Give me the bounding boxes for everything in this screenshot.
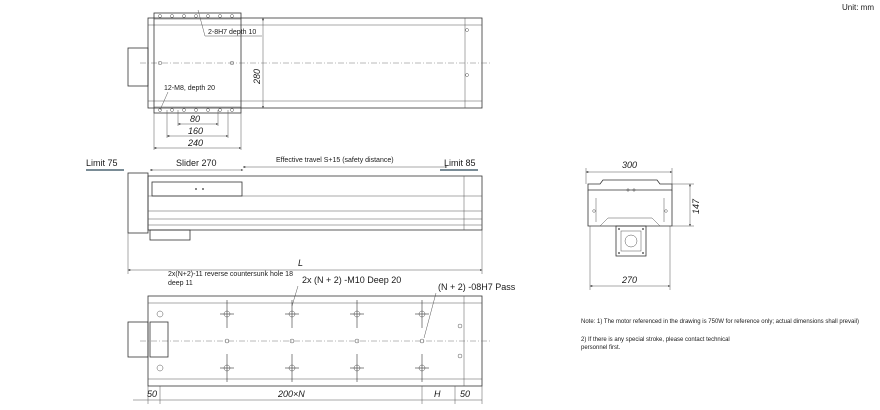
dim-length: L	[298, 258, 303, 268]
pass-callout: (N + 2) -08H7 Pass	[438, 282, 516, 292]
bottom-view: 2x(N+2)-11 reverse countersunk hole 18 d…	[127, 271, 516, 404]
hole-callout-8h7: 2-8H7 depth 10	[208, 29, 256, 36]
dim-160: 160	[188, 126, 203, 136]
limit-right-label: Limit 85	[444, 158, 476, 168]
mounting-holes	[156, 300, 463, 382]
m10-callout: 2x (N + 2) -M10 Deep 20	[302, 275, 401, 285]
dim-147: 147	[691, 198, 701, 214]
dim-300: 300	[622, 160, 637, 170]
dim-80: 80	[190, 114, 200, 124]
countersunk-callout-line1: 2x(N+2)-11 reverse countersunk hole 18	[168, 271, 293, 278]
countersunk-callout-line2: deep 11	[168, 280, 193, 287]
dim-h: H	[434, 389, 441, 399]
slider-holes	[157, 14, 469, 112]
notes: Note: 1) The motor referenced in the dra…	[581, 319, 859, 351]
top-view: 2-8H7 depth 10 12-M8, depth 20 280 80 16…	[127, 9, 490, 150]
note-2-line1: 2) If there is any special stroke, pleas…	[581, 337, 730, 343]
note-2-line2: personnel first.	[581, 345, 621, 351]
dim-50-left: 50	[147, 389, 157, 399]
dim-240: 240	[187, 138, 203, 148]
hole-callout-m8: 12-M8, depth 20	[164, 85, 215, 92]
note-1: Note: 1) The motor referenced in the dra…	[581, 319, 859, 325]
slider-label: Slider 270	[176, 158, 217, 168]
dim-280: 280	[252, 69, 262, 85]
travel-label: Effective travel S+15 (safety distance)	[276, 157, 394, 164]
end-view: 300 147 270	[585, 160, 701, 290]
dim-270: 270	[621, 275, 637, 285]
dim-200xn: 200×N	[277, 389, 305, 399]
side-view: Limit 75 Slider 270 Effective travel S+1…	[86, 157, 483, 274]
unit-label: Unit: mm	[842, 3, 874, 12]
limit-left-label: Limit 75	[86, 158, 118, 168]
dim-50-right: 50	[460, 389, 470, 399]
